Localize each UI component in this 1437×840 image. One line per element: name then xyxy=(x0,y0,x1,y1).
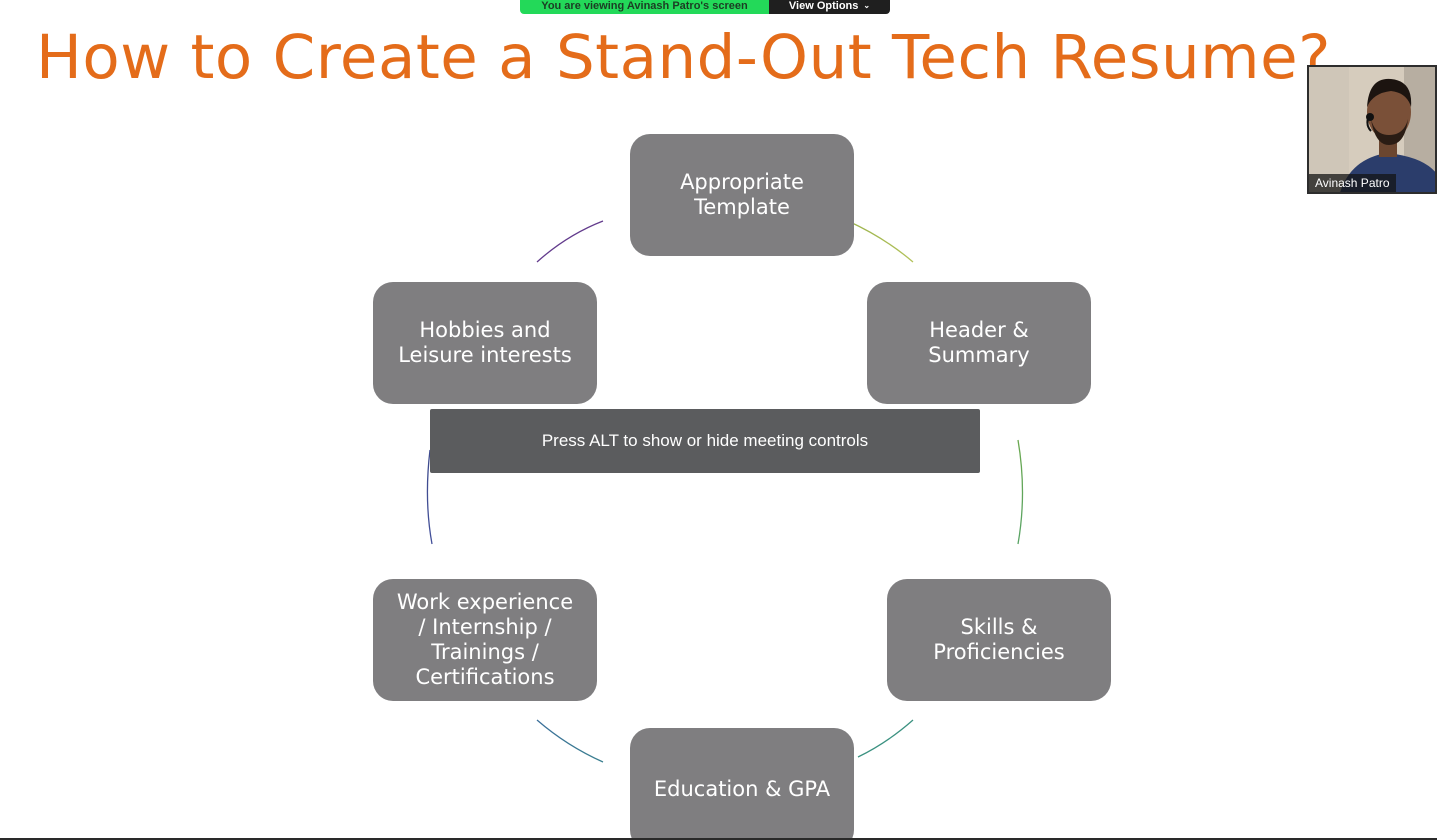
screen-share-banner: You are viewing Avinash Patro's screen V… xyxy=(520,0,890,14)
connector-arc xyxy=(536,719,604,763)
view-options-label: View Options xyxy=(788,0,859,12)
connector-arc xyxy=(426,449,433,545)
connector-arc xyxy=(1017,439,1024,545)
connector-arc xyxy=(847,220,914,263)
connector-arc xyxy=(536,220,604,263)
share-status-label: You are viewing Avinash Patro's screen xyxy=(520,0,769,14)
cycle-node-skills-proficiencies: Skills & Proficiencies xyxy=(887,579,1111,701)
view-options-button[interactable]: View Options ⌄ xyxy=(769,0,890,14)
meeting-controls-tooltip: Press ALT to show or hide meeting contro… xyxy=(430,409,980,473)
cycle-node-appropriate-template: Appropriate Template xyxy=(630,134,854,256)
cycle-node-education-gpa: Education & GPA xyxy=(630,728,854,840)
cycle-node-hobbies: Hobbies and Leisure interests xyxy=(373,282,597,404)
participant-name-label: Avinash Patro xyxy=(1309,174,1396,192)
participant-video-tile[interactable]: Avinash Patro xyxy=(1307,65,1437,194)
participant-video-feed xyxy=(1309,67,1435,192)
connector-arc xyxy=(857,719,914,758)
chevron-down-icon: ⌄ xyxy=(863,1,871,10)
slide-title: How to Create a Stand-Out Tech Resume? xyxy=(36,22,1331,93)
cycle-node-header-summary: Header & Summary xyxy=(867,282,1091,404)
cycle-node-work-experience: Work experience / Internship / Trainings… xyxy=(373,579,597,701)
window-bottom-divider xyxy=(0,838,1437,840)
